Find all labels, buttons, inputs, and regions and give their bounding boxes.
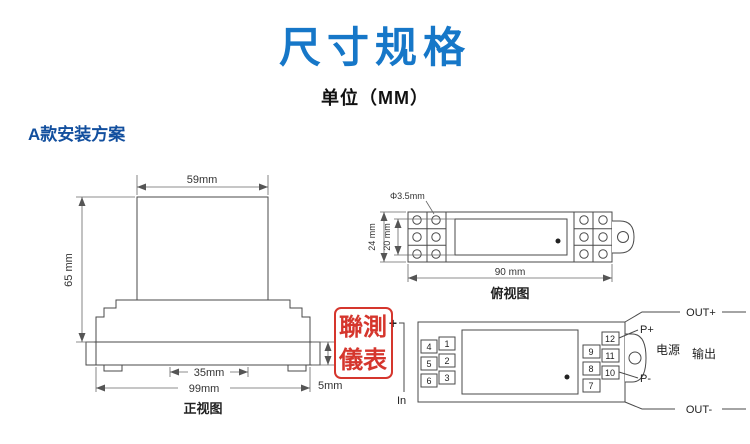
p-minus-label: P- bbox=[640, 373, 651, 385]
terminal-11: 11 bbox=[605, 351, 614, 361]
wiring-view-drawing: + In 4 5 6 1 2 3 12 bbox=[334, 307, 746, 416]
terminal-screw bbox=[431, 215, 441, 225]
terminal-screw bbox=[412, 232, 422, 242]
terminal-screw bbox=[598, 215, 608, 225]
top-inner-height-dim: 20 mm bbox=[382, 223, 392, 251]
input-label: In bbox=[397, 395, 406, 407]
terminal-screw bbox=[598, 249, 608, 259]
terminal-10: 10 bbox=[605, 368, 615, 378]
dim-5mm: 5mm bbox=[312, 341, 342, 392]
watermark-line1: 聯測 bbox=[339, 313, 387, 341]
p-plus-label: P+ bbox=[640, 324, 654, 336]
power-label: 电源 bbox=[656, 343, 680, 357]
terminal-screw bbox=[412, 215, 422, 225]
dim-99mm: 99mm bbox=[95, 367, 311, 395]
front-foot-left bbox=[103, 364, 123, 372]
front-height-dim: 65 mm bbox=[63, 253, 75, 287]
hole-diameter-dim: Φ3.5mm bbox=[390, 191, 425, 201]
front-view-drawing: 59mm 65 mm 35mm 99mm 5mm bbox=[63, 174, 342, 416]
terminal-screw bbox=[579, 249, 589, 259]
front-base bbox=[95, 299, 311, 343]
terminal-6: 6 bbox=[426, 376, 431, 386]
terminal-screw bbox=[598, 232, 608, 242]
dim-65mm: 65 mm bbox=[63, 196, 135, 343]
rail-width-dim: 35mm bbox=[194, 367, 225, 379]
dim-59mm: 59mm bbox=[136, 174, 269, 195]
terminal-screw bbox=[431, 232, 441, 242]
left-terminal-block: 4 5 6 1 2 3 bbox=[420, 336, 456, 388]
din-rail bbox=[85, 341, 321, 366]
indicator-dot bbox=[555, 238, 561, 244]
watermark-border bbox=[334, 307, 393, 379]
front-foot-right bbox=[287, 364, 307, 372]
base-width-dim: 99mm bbox=[189, 383, 220, 395]
brand-watermark: 聯測 儀表 bbox=[334, 307, 393, 379]
top-outer-height-dim: 24 mm bbox=[367, 223, 377, 251]
terminal-9: 9 bbox=[588, 347, 593, 357]
dim-90mm: 90 mm bbox=[407, 264, 613, 282]
top-label-area bbox=[454, 218, 568, 256]
dim-24mm: 24 mm bbox=[367, 211, 406, 263]
section-heading: A款安装方案 bbox=[28, 125, 126, 144]
dim-hole: Φ3.5mm bbox=[390, 191, 435, 215]
out-minus-label: OUT- bbox=[686, 404, 713, 416]
terminal-3: 3 bbox=[444, 373, 449, 383]
terminal-screw bbox=[412, 249, 422, 259]
terminal-12: 12 bbox=[605, 334, 615, 344]
terminal-screw bbox=[431, 249, 441, 259]
right-terminal-block: 12 11 10 9 8 7 bbox=[582, 331, 620, 393]
output-label: 输出 bbox=[692, 346, 716, 361]
terminal-8: 8 bbox=[588, 364, 593, 374]
wiring-label-area bbox=[461, 329, 579, 395]
front-view-caption: 正视图 bbox=[183, 401, 222, 416]
terminal-2: 2 bbox=[444, 356, 449, 366]
terminal-screw bbox=[579, 215, 589, 225]
terminal-screw bbox=[579, 232, 589, 242]
out-plus-label: OUT+ bbox=[686, 307, 716, 319]
top-device-outline bbox=[407, 211, 635, 263]
top-view-drawing: Φ3.5mm 24 mm 20 mm 90 mm 俯视图 bbox=[367, 191, 635, 301]
dim-35mm: 35mm bbox=[169, 367, 249, 379]
indicator-dot bbox=[564, 374, 570, 380]
mounting-hole bbox=[617, 231, 629, 243]
dim-20mm: 20 mm bbox=[382, 218, 455, 256]
mounting-hole bbox=[628, 351, 642, 365]
front-top-block bbox=[136, 196, 269, 301]
front-device-outline bbox=[85, 196, 321, 372]
terminal-1: 1 bbox=[444, 339, 449, 349]
page-title: 尺寸规格 bbox=[278, 24, 471, 71]
top-view-caption: 俯视图 bbox=[490, 286, 529, 301]
rail-depth-dim: 5mm bbox=[318, 380, 342, 392]
output-wiring: OUT+ P+ 电源 输出 P- OUT- bbox=[618, 307, 746, 416]
terminal-5: 5 bbox=[426, 359, 431, 369]
watermark-line2: 儀表 bbox=[338, 346, 388, 374]
unit-subtitle: 单位（MM） bbox=[321, 88, 429, 108]
terminal-4: 4 bbox=[426, 342, 431, 352]
top-length-dim: 90 mm bbox=[495, 267, 526, 278]
terminal-7: 7 bbox=[588, 381, 593, 391]
front-top-width-dim: 59mm bbox=[187, 174, 218, 186]
